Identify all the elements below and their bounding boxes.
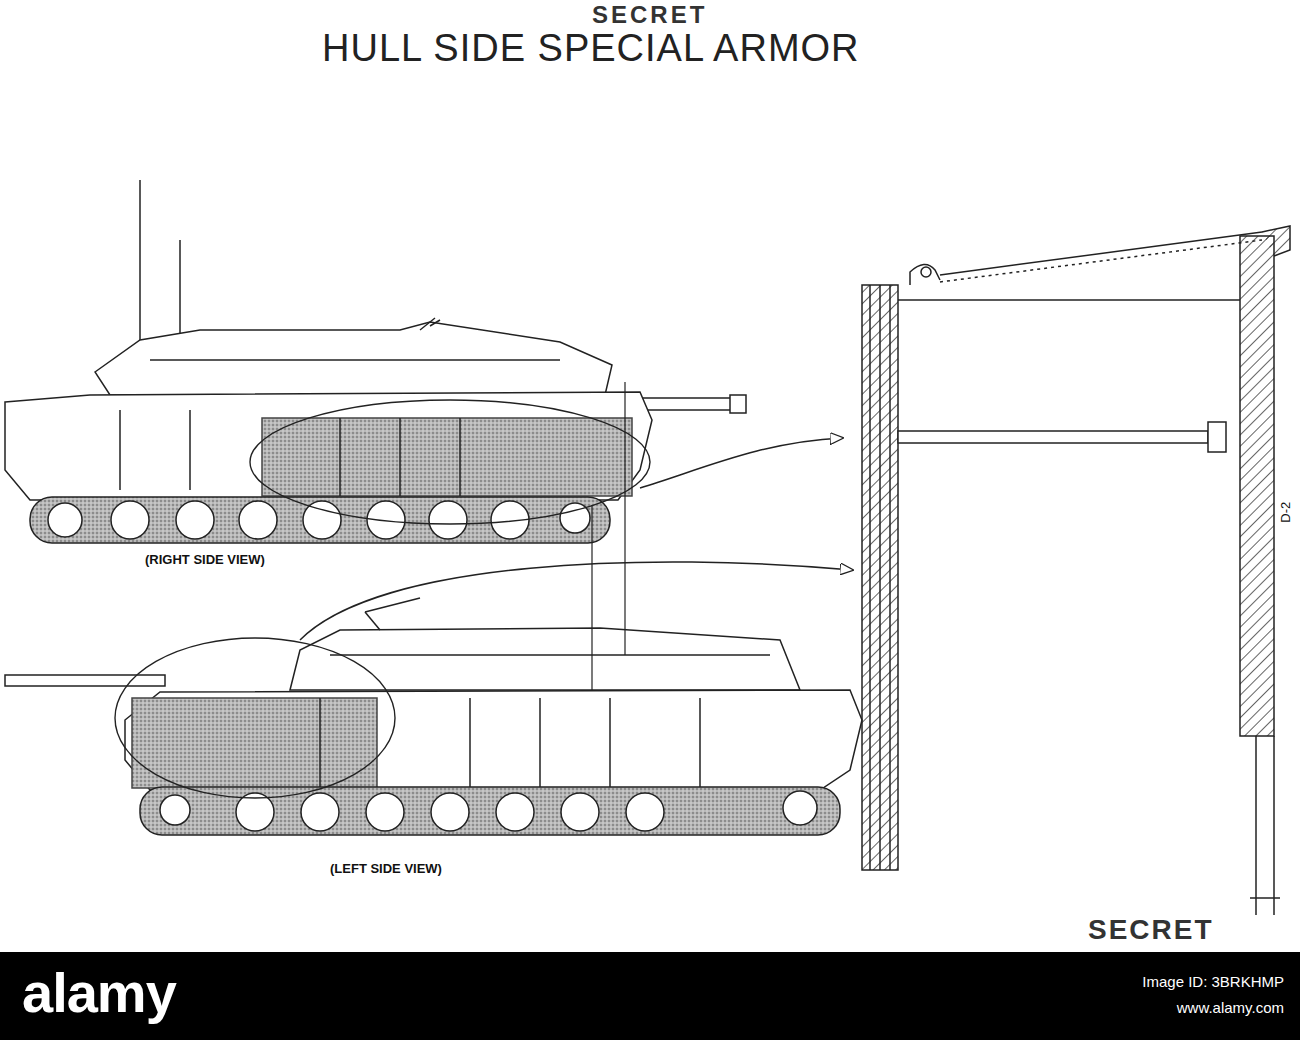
watermark-band — [0, 952, 1300, 1040]
watermark-logo: alamy — [22, 962, 176, 1024]
view-label: (RIGHT SIDE VIEW) — [145, 553, 265, 567]
classification-mark: SECRET — [592, 2, 707, 28]
image-id: Image ID: 3BRKHMP — [1142, 974, 1284, 991]
page-number: D-2 — [1279, 502, 1293, 523]
watermark-url: www.alamy.com — [1177, 1000, 1284, 1017]
diagram-title: HULL SIDE SPECIAL ARMOR — [322, 28, 860, 70]
view-label: (LEFT SIDE VIEW) — [330, 862, 442, 876]
classification-mark: SECRET — [1088, 915, 1214, 946]
